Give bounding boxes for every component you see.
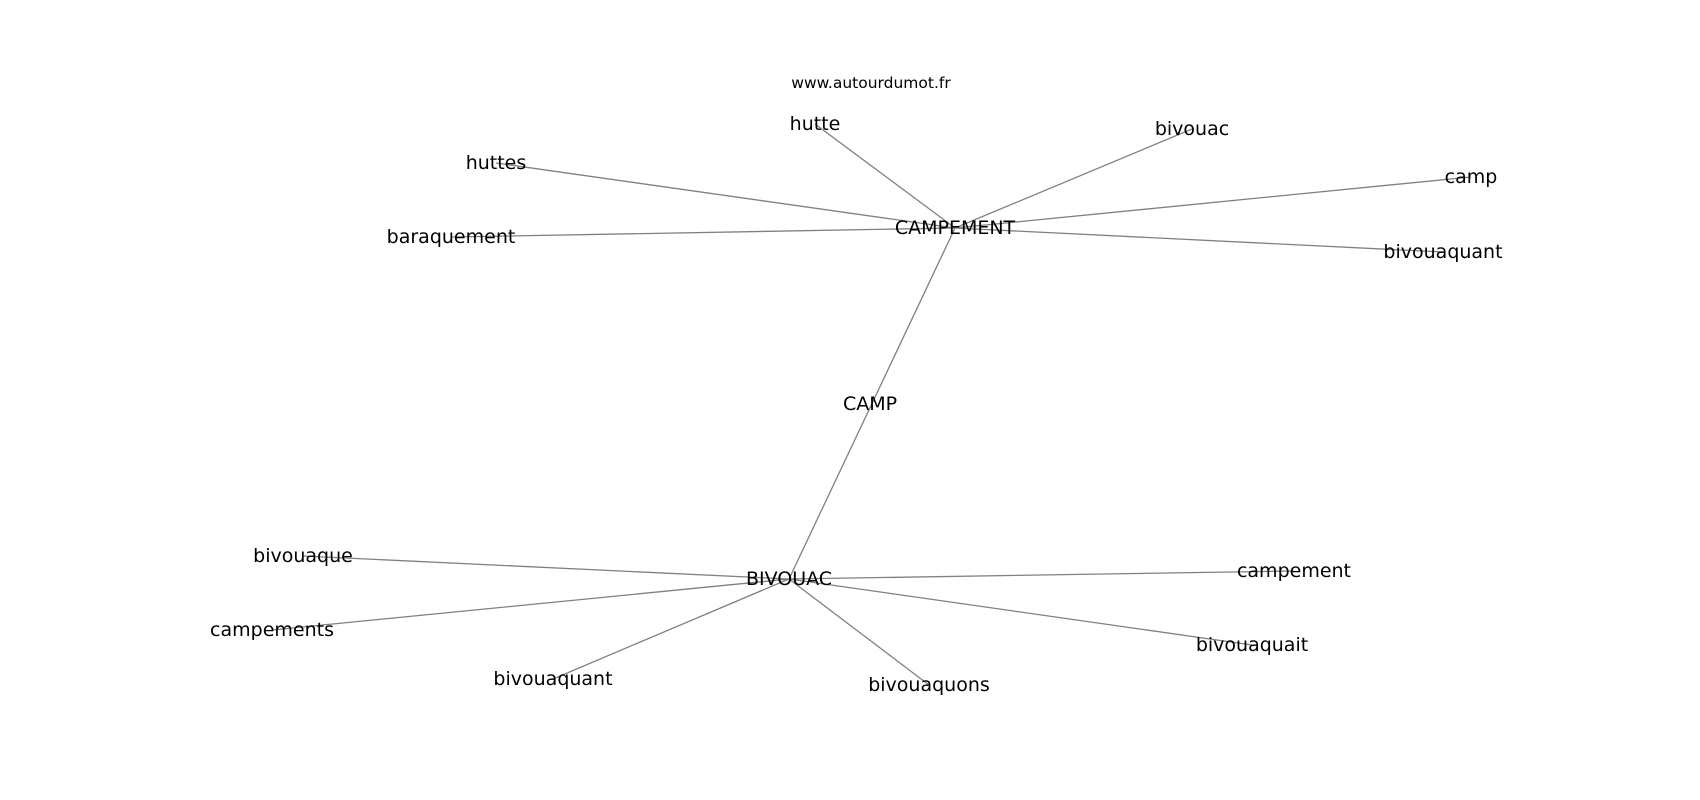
node-label-camp: camp xyxy=(1445,166,1498,188)
edge-bivouac_hub-bivouaquait xyxy=(788,578,1253,646)
node-label-bivouaque: bivouaque xyxy=(253,545,353,567)
edge-bivouac_hub-bivouaquant_2 xyxy=(552,578,790,680)
edge-bivouac_hub-bivouaquons xyxy=(788,578,930,686)
edge-bivouac_hub-bivouaque xyxy=(302,555,790,580)
edge-campement_hub-bivouac_hub xyxy=(788,227,956,580)
node-label-bivouaquait: bivouaquait xyxy=(1196,634,1308,656)
edge-campement_hub-hutte xyxy=(814,123,956,229)
edge-campement_hub-bivouac xyxy=(954,128,1193,229)
node-label-bivouac: bivouac xyxy=(1155,118,1229,140)
edge-bivouac_hub-campement xyxy=(788,570,1295,580)
node-label-bivouaquons: bivouaquons xyxy=(868,674,990,696)
node-label-huttes: huttes xyxy=(466,152,527,174)
edge-campement_hub-baraquement xyxy=(450,227,956,238)
node-label-camp-center: CAMP xyxy=(843,393,897,415)
node-label-campement-hub: CAMPEMENT xyxy=(895,217,1016,239)
edge-campement_hub-huttes xyxy=(495,162,956,229)
node-label-campement: campement xyxy=(1237,560,1351,582)
graph-nodes: CAMPEMENT CAMP BIVOUAC hutte bivouac huttes ca… xyxy=(210,113,1503,696)
node-label-hutte: hutte xyxy=(790,113,841,135)
node-label-campements: campements xyxy=(210,619,334,641)
node-label-bivouaquant-1: bivouaquant xyxy=(1383,241,1502,263)
node-label-bivouac-hub: BIVOUAC xyxy=(746,568,832,590)
source-label: www.autourdumot.fr xyxy=(791,74,951,92)
edge-bivouac_hub-campements xyxy=(271,578,790,631)
graph-edges xyxy=(271,123,1472,686)
node-label-bivouaquant-2: bivouaquant xyxy=(493,668,612,690)
node-label-baraquement: baraquement xyxy=(387,226,516,248)
edge-campement_hub-camp xyxy=(954,176,1472,229)
edge-campement_hub-bivouaquant_1 xyxy=(954,227,1444,253)
